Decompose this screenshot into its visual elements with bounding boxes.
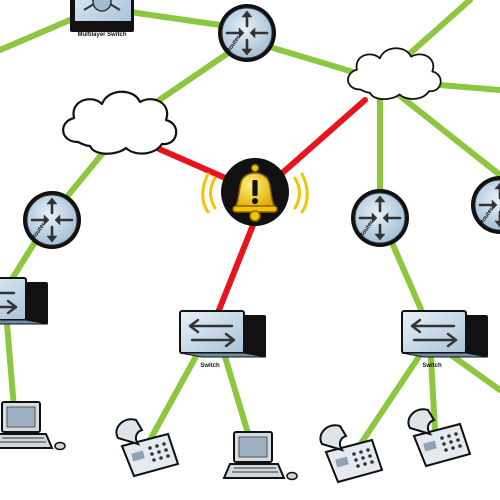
ip-phone-icon[interactable] xyxy=(319,424,383,483)
switch-icon xyxy=(400,309,490,359)
alert-link xyxy=(212,217,258,323)
cloud-icon xyxy=(347,47,442,101)
multilayer-switch[interactable]: Multilayer Switch xyxy=(70,0,134,38)
router-icon xyxy=(216,2,278,64)
router-right[interactable]: Router xyxy=(349,187,411,249)
link xyxy=(147,337,208,443)
cloud-icon xyxy=(62,90,178,155)
router-icon xyxy=(349,187,411,249)
switch-left[interactable] xyxy=(0,276,50,326)
link xyxy=(357,337,433,448)
desktop-computer-icon[interactable] xyxy=(223,431,298,481)
link xyxy=(0,17,73,53)
multilayer-switch-label: Multilayer Switch xyxy=(77,32,126,38)
switch-label: Switch xyxy=(200,363,220,369)
router-icon xyxy=(21,189,83,251)
router-icon xyxy=(469,174,500,236)
alert-links xyxy=(147,97,368,323)
router-top[interactable]: Router xyxy=(216,2,278,64)
router-left[interactable]: Router xyxy=(21,189,83,251)
alarm-bell-icon xyxy=(232,163,278,222)
switch-label: Switch xyxy=(422,363,442,369)
link xyxy=(127,9,223,28)
desktop-computer-icon[interactable] xyxy=(0,401,66,451)
switch-right[interactable]: Switch xyxy=(400,309,490,369)
alert-link xyxy=(277,97,368,178)
switch-icon xyxy=(0,276,50,326)
switch-icon xyxy=(178,309,268,359)
router-far-right[interactable]: Router xyxy=(469,174,500,236)
switch-center[interactable]: Switch xyxy=(178,309,268,369)
ip-phone-icon[interactable] xyxy=(115,418,179,477)
ip-phone-icon[interactable] xyxy=(407,408,471,467)
alarm-node[interactable] xyxy=(201,158,309,226)
alarm-waves xyxy=(201,172,309,214)
alert-link xyxy=(147,142,233,183)
